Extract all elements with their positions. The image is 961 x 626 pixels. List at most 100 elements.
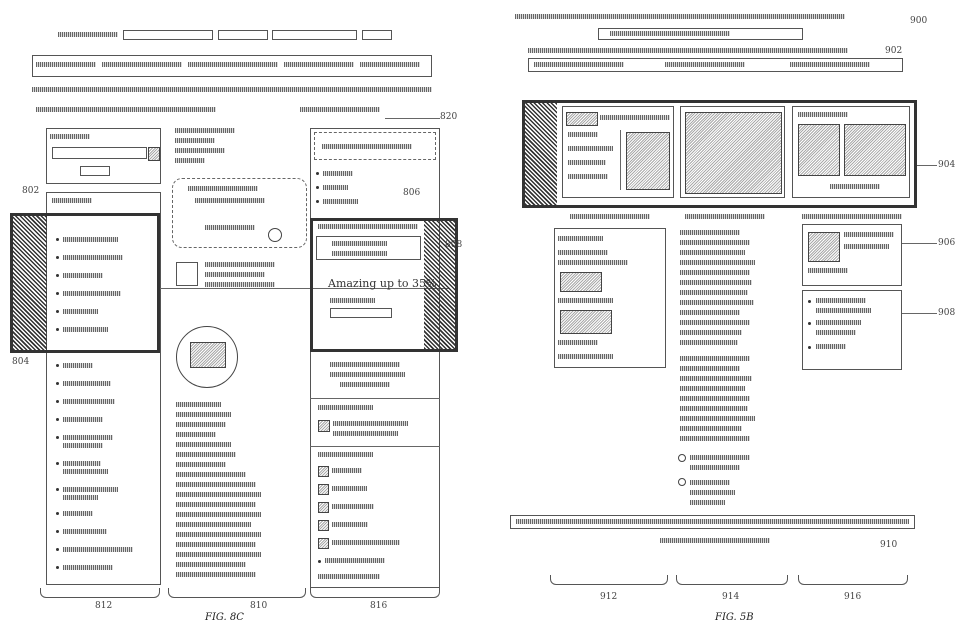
center-line <box>680 230 740 235</box>
header-tab <box>218 30 268 40</box>
category-item <box>63 529 107 534</box>
body-line <box>176 512 261 517</box>
right-line <box>318 452 373 457</box>
center-line <box>680 290 748 295</box>
category-item <box>63 327 108 332</box>
center-text-line <box>205 282 275 287</box>
search-input <box>52 147 147 159</box>
left-line <box>558 236 603 241</box>
center-line <box>680 436 750 441</box>
right-column-brace <box>310 588 440 598</box>
tab-row <box>528 58 903 72</box>
center-line <box>680 330 742 335</box>
header-tab <box>123 30 213 40</box>
right-panel-upper <box>802 224 902 286</box>
window-line <box>600 115 670 120</box>
center-line <box>680 376 752 381</box>
category-item <box>63 237 118 242</box>
right-column-brace <box>798 575 908 585</box>
tab-label <box>360 62 420 67</box>
tab-label <box>665 62 745 67</box>
center-line <box>680 386 745 391</box>
center-text-line <box>205 262 275 267</box>
ref-808: 808 <box>445 240 463 250</box>
center-line <box>680 320 750 325</box>
center-line <box>680 280 752 285</box>
search-panel <box>46 128 161 184</box>
search-label <box>50 134 90 139</box>
item-icon <box>318 484 329 495</box>
ref-816: 816 <box>370 601 388 611</box>
category-column <box>46 192 161 585</box>
radio-icon <box>678 478 686 486</box>
ref-908: 908 <box>938 308 956 318</box>
center-column-brace <box>676 575 788 585</box>
ref-912: 912 <box>600 592 618 602</box>
tab-label <box>36 62 96 67</box>
category-item <box>63 291 121 296</box>
ref-900: 900 <box>910 16 928 26</box>
left-line <box>558 354 613 359</box>
ref-810: 810 <box>250 601 268 611</box>
left-column-brace <box>550 575 668 585</box>
left-line <box>558 260 628 265</box>
center-text-line <box>175 148 225 153</box>
category-item <box>63 417 103 422</box>
offer-headline: Amazing up to 35% <box>328 277 437 290</box>
left-column-brace <box>40 588 160 598</box>
center-column-brace <box>168 588 306 598</box>
nav-line <box>528 48 848 53</box>
figure-8c: 820 802 804 <box>0 0 470 626</box>
panel-window-3 <box>792 106 910 198</box>
category-item <box>63 487 118 492</box>
left-column <box>554 228 666 368</box>
center-line <box>680 270 750 275</box>
category-item <box>63 399 115 404</box>
item-icon <box>318 466 329 477</box>
tab-strip <box>32 55 432 77</box>
center-line <box>680 250 745 255</box>
center-line <box>680 416 755 421</box>
right-line <box>332 540 400 545</box>
right-line <box>330 362 400 367</box>
ref-914: 914 <box>722 592 740 602</box>
window-content <box>685 112 782 194</box>
right-column <box>310 128 440 588</box>
window-line <box>568 174 608 179</box>
highlighted-panel-row <box>522 100 917 208</box>
window-line <box>798 112 848 117</box>
right-line <box>808 268 848 273</box>
promo-text <box>188 186 258 191</box>
ref-820: 820 <box>440 112 458 122</box>
header-line <box>515 14 845 19</box>
ref-812: 812 <box>95 601 113 611</box>
ref-916: 916 <box>844 592 862 602</box>
center-line <box>690 480 730 485</box>
right-line <box>340 382 390 387</box>
center-line <box>680 356 750 361</box>
ref-910: 910 <box>880 540 898 550</box>
center-line <box>690 490 735 495</box>
center-line <box>680 240 750 245</box>
right-line <box>318 574 380 579</box>
center-text-line <box>175 128 235 133</box>
body-line <box>176 522 251 527</box>
divider <box>310 398 440 399</box>
category-item <box>63 363 93 368</box>
body-line <box>176 432 216 437</box>
window-line <box>568 146 613 151</box>
item-icon <box>318 520 329 531</box>
window-divider <box>620 130 621 190</box>
category-item <box>63 309 98 314</box>
footer-note <box>660 538 770 543</box>
body-line <box>176 412 231 417</box>
highlighted-offer-window <box>310 218 458 352</box>
body-line <box>176 532 261 537</box>
offer-line <box>332 241 387 246</box>
right-line <box>330 372 405 377</box>
header-text-line <box>58 32 118 37</box>
body-line <box>176 442 231 447</box>
breadcrumb-line <box>36 107 216 112</box>
panel-caption <box>802 214 902 219</box>
category-item <box>63 273 103 278</box>
